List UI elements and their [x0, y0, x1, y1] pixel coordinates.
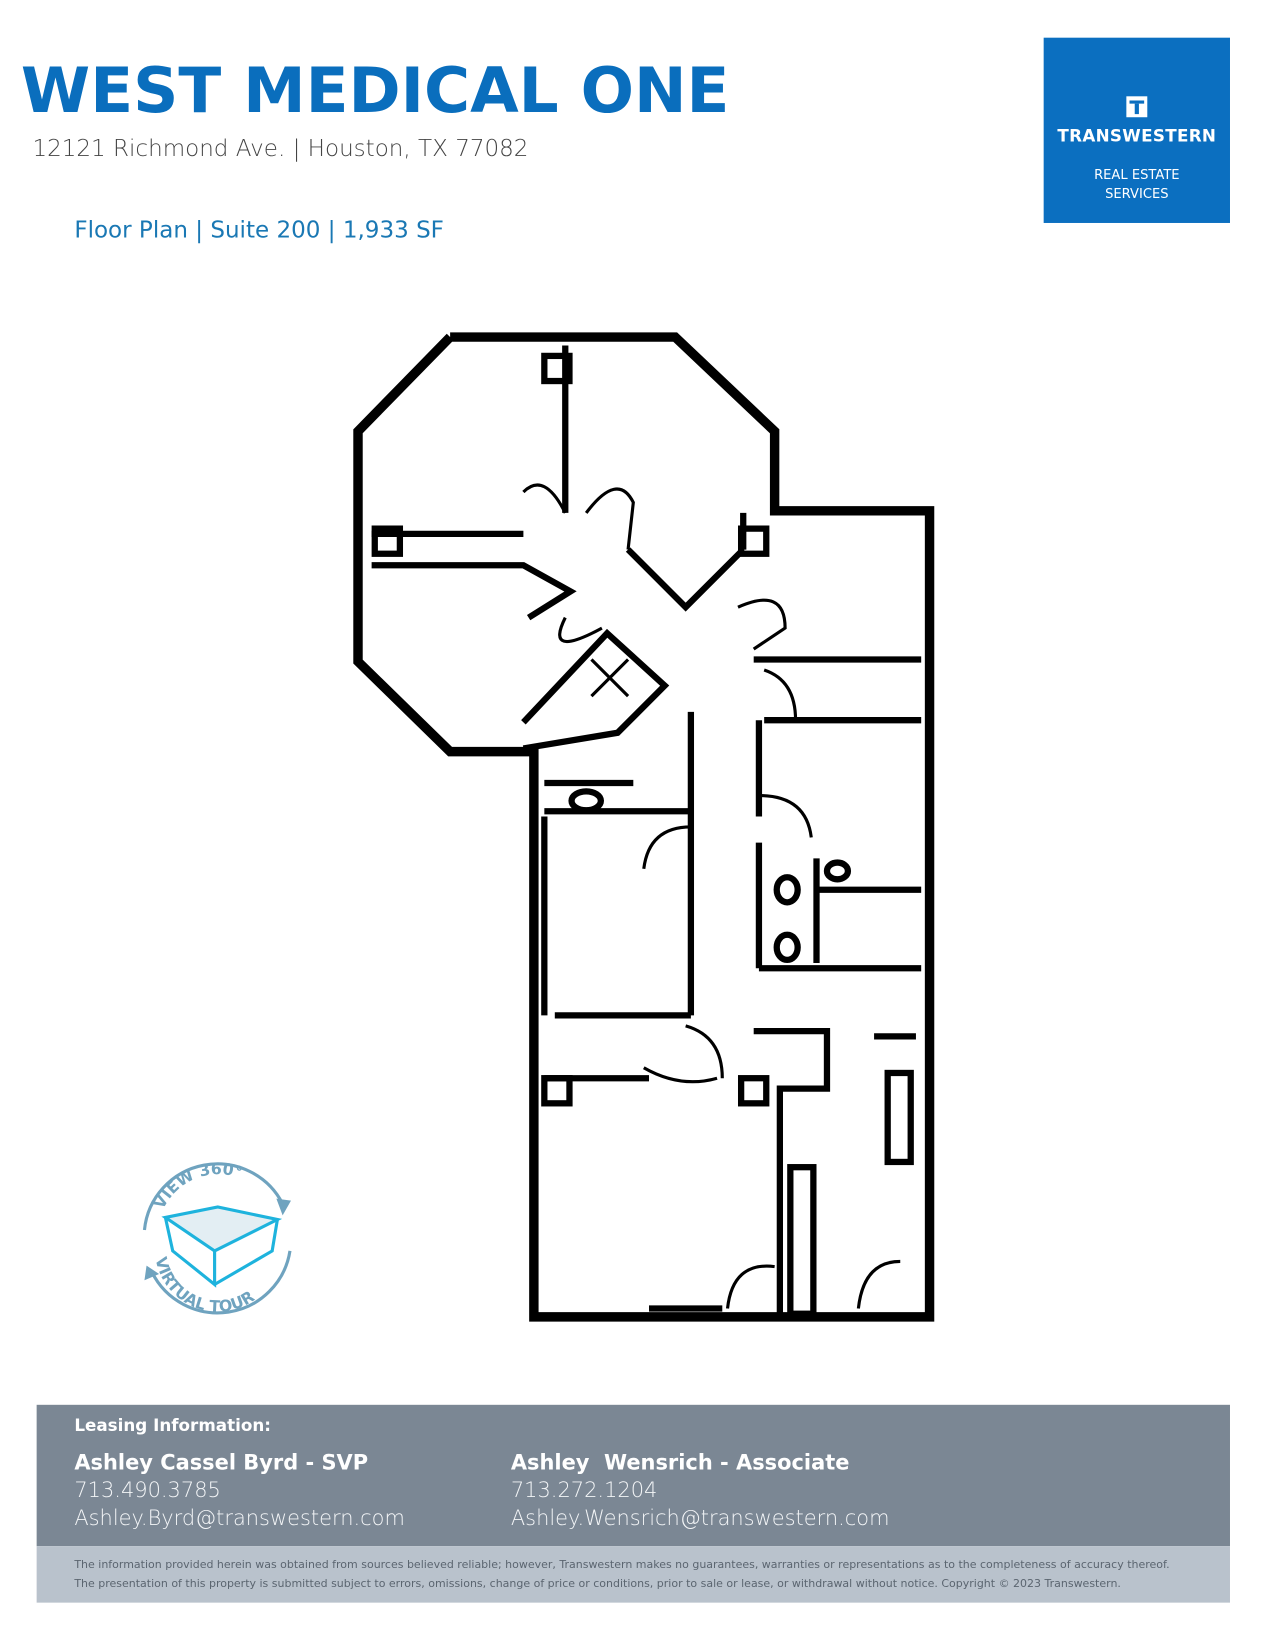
logo-tagline: REAL ESTATE SERVICES: [1044, 165, 1230, 203]
arrow-head-icon: [144, 1265, 160, 1281]
logo-brand: TRANSWESTERN: [1057, 125, 1217, 146]
contact-name: Ashley Cassel Byrd - SVP: [74, 1449, 369, 1475]
contact-name: Ashley Wensrich - Associate: [510, 1449, 850, 1475]
toilet: [773, 931, 801, 964]
transwestern-t-icon: [1126, 96, 1148, 118]
arrow-head-icon: [276, 1198, 292, 1216]
elevator-x: [590, 658, 630, 698]
wall: [521, 628, 670, 752]
contact-email[interactable]: Ashley.Byrd@transwestern.com: [74, 1505, 405, 1531]
contact-phone[interactable]: 713.272.1204: [510, 1477, 658, 1503]
logo-tagline-1: REAL ESTATE: [1094, 166, 1180, 183]
contact-phone[interactable]: 713.490.3785: [74, 1477, 221, 1503]
door-swing: [737, 598, 787, 651]
column: [541, 352, 573, 385]
cabinet: [884, 1069, 914, 1166]
logo-tagline-2: SERVICES: [1105, 185, 1169, 201]
contact-email[interactable]: Ashley.Wensrich@transwestern.com: [510, 1505, 890, 1531]
column: [371, 525, 404, 557]
door-swing: [522, 483, 567, 514]
3d-floorplan-icon: [161, 1205, 283, 1288]
leasing-info-heading: Leasing Information:: [74, 1415, 271, 1436]
contact-card: Ashley Wensrich - Associate 713.272.1204…: [511, 1449, 890, 1533]
door-swing: [685, 1024, 724, 1079]
virtual-tour-badge[interactable]: VIEW 360° VIRTUAL TOUR: [136, 1157, 298, 1319]
door-swing: [758, 793, 813, 838]
door-swing: [558, 616, 603, 644]
closet: [787, 1164, 817, 1317]
wall: [753, 1027, 831, 1314]
transwestern-logo: TRANSWESTERN REAL ESTATE SERVICES: [1043, 37, 1230, 223]
disclaimer-line-1: The information provided herein was obta…: [74, 1558, 1170, 1572]
door-swing: [725, 1264, 775, 1309]
leasing-info-panel: Leasing Information: Ashley Cassel Byrd …: [36, 1404, 1230, 1547]
door-swing: [763, 668, 798, 721]
svg-text:VIRTUAL TOUR: VIRTUAL TOUR: [152, 1255, 258, 1316]
toilet: [773, 874, 801, 906]
disclaimer: The information provided herein was obta…: [36, 1546, 1230, 1603]
wall: [371, 562, 577, 621]
door-swing: [856, 1259, 901, 1309]
arrow-arc-icon: [142, 1162, 285, 1231]
toilet: [568, 788, 605, 814]
badge-bottom-text: VIRTUAL TOUR: [152, 1255, 258, 1316]
wall: [625, 547, 746, 612]
arrow-arc-icon: [150, 1250, 292, 1315]
column: [737, 1075, 770, 1107]
exterior-wall: [353, 332, 935, 1322]
sink: [823, 859, 852, 883]
contact-card: Ashley Cassel Byrd - SVP 713.490.3785 As…: [74, 1449, 405, 1533]
address: 12121 Richmond Ave. | Houston, TX 77082: [32, 136, 529, 163]
floor-plan-subtitle: Floor Plan | Suite 200 | 1,933 SF: [74, 217, 444, 244]
disclaimer-line-2: The presentation of this property is sub…: [74, 1577, 1121, 1591]
door-swing: [584, 487, 635, 550]
door-swing: [643, 1066, 718, 1084]
column: [541, 1075, 573, 1107]
door-swing: [642, 825, 691, 870]
page-title: WEST MEDICAL ONE: [20, 54, 730, 128]
column: [737, 525, 770, 557]
